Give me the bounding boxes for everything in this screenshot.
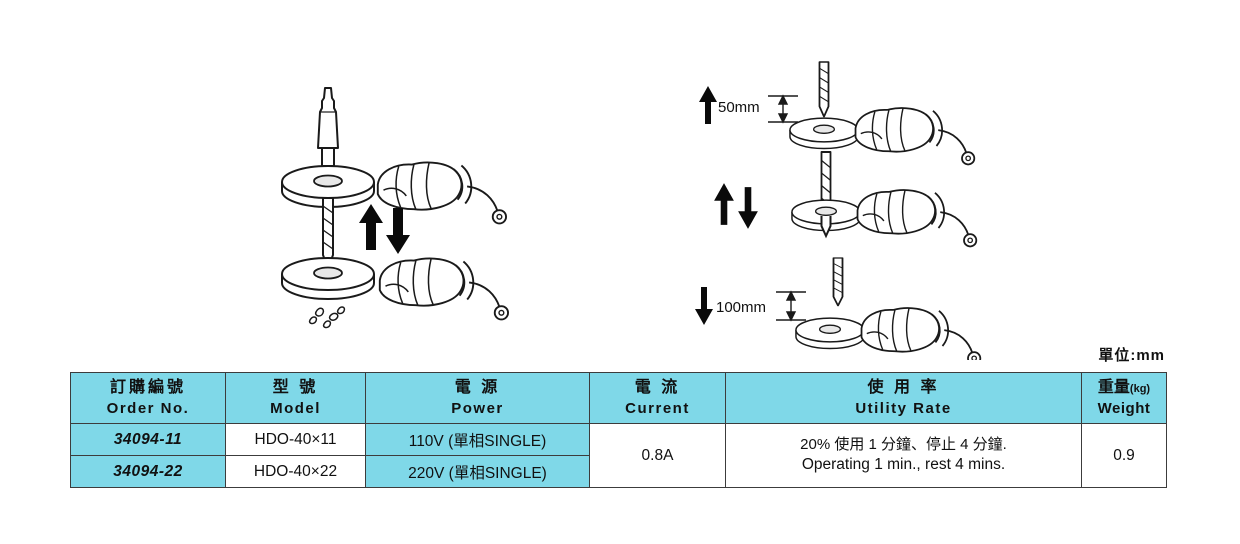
cell-model-1: HDO-40×11 xyxy=(225,423,366,456)
right-middle-illustration xyxy=(714,150,978,248)
drill-bit-icon xyxy=(832,257,844,307)
header-weight-zh: 重量 xyxy=(1097,379,1130,397)
spec-table: 訂購編號 Order No. 型 號 Model 電 源 Power 電 流 C… xyxy=(70,372,1167,488)
up-arrow-icon xyxy=(714,183,734,225)
utility-rate-zh: 20% 使用 1 分鐘、停止 4 分鐘. xyxy=(800,436,1007,454)
ring-tool-icon xyxy=(281,257,375,300)
bold-down-arrow-icon xyxy=(386,208,410,254)
dimension-label-50mm: 50mm xyxy=(718,99,760,116)
header-power-zh: 電 源 xyxy=(454,379,501,397)
down-arrow-icon xyxy=(738,187,758,229)
col-header-weight: 重量(kg) Weight xyxy=(1081,372,1167,424)
bold-up-arrow-icon xyxy=(359,204,383,250)
table-row: 34094-11 HDO-40×11 110V (單相SINGLE) 0.8A … xyxy=(70,423,1167,488)
cell-power-2: 220V (單相SINGLE) xyxy=(365,455,590,488)
up-arrow-icon xyxy=(699,86,717,124)
hand-icon xyxy=(856,189,978,248)
header-model-zh: 型 號 xyxy=(272,379,319,397)
utility-rate-en: Operating 1 min., rest 4 mins. xyxy=(801,456,1006,474)
header-model-en: Model xyxy=(270,400,321,418)
ring-tool-icon xyxy=(795,317,865,350)
header-current-zh: 電 流 xyxy=(634,379,681,397)
right-top-illustration: 50mm xyxy=(699,61,976,166)
drill-tip xyxy=(820,216,832,239)
header-weight-unit: (kg) xyxy=(1129,383,1151,396)
cell-current: 0.8A xyxy=(589,423,726,488)
dimension-marks-icon xyxy=(768,94,798,124)
col-header-utility-rate: 使 用 率 Utility Rate xyxy=(725,372,1082,424)
header-current-en: Current xyxy=(625,400,690,418)
header-row: 訂購編號 Order No. 型 號 Model 電 源 Power 電 流 C… xyxy=(70,372,1167,424)
right-bottom-illustration: 100mm xyxy=(695,257,982,360)
header-weight-en: Weight xyxy=(1097,400,1151,418)
table-row: 34094-22 HDO-40×22 220V (單相SINGLE) xyxy=(70,455,1167,488)
left-usage-illustration xyxy=(281,87,510,329)
hand-icon xyxy=(854,107,976,166)
header-power-en: Power xyxy=(451,400,504,418)
illustration-canvas: 50mm 100mm xyxy=(281,61,982,360)
cell-weight: 0.9 xyxy=(1081,423,1167,488)
header-utility-zh: 使 用 率 xyxy=(867,379,940,397)
col-header-model: 型 號 Model xyxy=(225,372,366,424)
header-utility-en: Utility Rate xyxy=(855,400,952,418)
down-arrow-icon xyxy=(695,287,713,325)
cell-utility-rate: 20% 使用 1 分鐘、停止 4 分鐘. Operating 1 min., r… xyxy=(725,423,1082,488)
arbor-shaft xyxy=(321,147,335,167)
drill-bit-icon xyxy=(818,61,830,118)
cell-power-1: 110V (單相SINGLE) xyxy=(365,423,590,456)
ring-tool-icon xyxy=(789,117,859,150)
taper-arbor-icon xyxy=(317,87,339,149)
header-order-no-zh: 訂購編號 xyxy=(109,379,186,397)
hand-icon xyxy=(378,257,510,321)
dimension-label-100mm: 100mm xyxy=(716,299,766,316)
cell-order-no-2: 34094-22 xyxy=(70,455,226,488)
metal-chips-icon xyxy=(308,306,346,329)
dimension-marks-icon xyxy=(776,290,806,322)
hand-icon xyxy=(860,307,982,360)
unit-note: 單位:mm xyxy=(1098,347,1165,364)
cell-order-no-1: 34094-11 xyxy=(70,423,226,456)
cell-model-2: HDO-40×22 xyxy=(225,455,366,488)
col-header-power: 電 源 Power xyxy=(365,372,590,424)
header-order-no-en: Order No. xyxy=(106,400,190,418)
col-header-current: 電 流 Current xyxy=(589,372,726,424)
col-header-order-no: 訂購編號 Order No. xyxy=(70,372,226,424)
